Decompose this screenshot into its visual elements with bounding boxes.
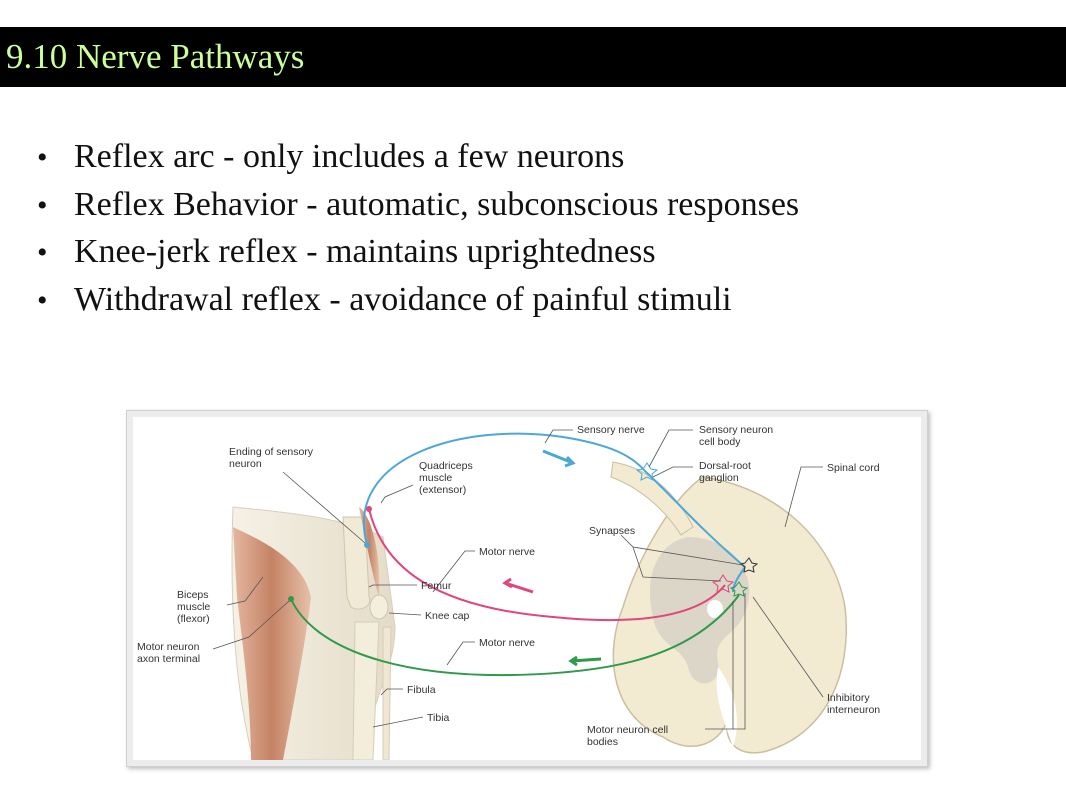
- sensory-arrow-icon: [542, 449, 576, 468]
- bullet-text: Reflex arc - only includes a few neurons: [74, 138, 625, 175]
- label-spinal-cord: Spinal cord: [827, 462, 880, 474]
- bullet-item: • Reflex arc - only includes a few neuron…: [37, 134, 799, 182]
- bullet-text: Withdrawal reflex - avoidance of painful…: [74, 280, 732, 318]
- label-motor-terminal-2: axon terminal: [137, 653, 200, 665]
- motor-arrow-icon: [502, 577, 534, 594]
- biceps-muscle: [233, 527, 311, 760]
- label-ending-sensory: Ending of sensory: [229, 446, 314, 458]
- flexor-ending-marker: [288, 596, 294, 602]
- sensory-nerve-path: [363, 432, 746, 568]
- bullet-text: Knee-jerk reflex - maintains uprightedne…: [74, 233, 656, 270]
- motor-nerve-extensor-path: [368, 508, 726, 622]
- figure-canvas: Ending of sensory neuron Quadriceps musc…: [133, 417, 921, 760]
- sensory-cell-body-icon: [635, 462, 659, 481]
- bullet-dot-icon: •: [37, 141, 48, 174]
- flexor-cell-body-icon: [729, 581, 749, 597]
- label-dorsal-root-2: ganglion: [699, 472, 739, 484]
- motor-cell-body-icon: [711, 574, 735, 593]
- label-ending-sensory-2: neuron: [229, 458, 262, 470]
- label-dorsal-root: Dorsal-root: [699, 460, 751, 472]
- bullet-dot-icon: •: [37, 283, 48, 317]
- label-quadriceps-3: (extensor): [419, 484, 466, 496]
- bullet-dot-icon: •: [37, 188, 48, 222]
- slide-title: 9.10 Nerve Pathways: [6, 37, 305, 76]
- bullet-text: Reflex Behavior - automatic, subconsciou…: [74, 185, 800, 223]
- motor-arrow-flexor-icon: [568, 655, 602, 667]
- reflex-arc-figure: Ending of sensory neuron Quadriceps musc…: [126, 410, 928, 767]
- label-inhibitory-2: interneuron: [827, 704, 880, 716]
- label-knee-cap: Knee cap: [425, 610, 470, 622]
- label-femur: Femur: [421, 580, 452, 592]
- leader-lines: [212, 429, 824, 730]
- bullet-item: • Knee-jerk reflex - maintains uprightedn…: [37, 229, 799, 277]
- label-sensory-nerve: Sensory nerve: [577, 424, 645, 436]
- femur-bone: [342, 516, 371, 610]
- label-motor-terminal: Motor neuron: [137, 641, 200, 653]
- label-synapses: Synapses: [589, 525, 635, 537]
- label-quadriceps-2: muscle: [419, 472, 452, 484]
- label-biceps: Biceps: [177, 589, 209, 601]
- bullet-item: • Withdrawal reflex - avoidance of painfu…: [37, 277, 799, 325]
- bullet-dot-icon: •: [37, 236, 48, 269]
- tibia-bone: [352, 621, 380, 760]
- label-sensory-cell-body: Sensory neuron: [699, 424, 773, 436]
- label-fibula: Fibula: [407, 684, 436, 696]
- label-tibia: Tibia: [427, 712, 450, 724]
- sensory-ending-marker: [364, 542, 370, 548]
- knee-cap: [369, 594, 389, 620]
- label-motor-cell-bodies: Motor neuron cell: [587, 724, 668, 736]
- label-motor-nerve-top: Motor nerve: [479, 546, 535, 558]
- label-biceps-2: muscle: [177, 601, 210, 613]
- label-motor-cell-bodies-2: bodies: [587, 736, 618, 748]
- fibula-bone: [382, 626, 392, 760]
- motor-ending-marker: [366, 506, 372, 512]
- motor-nerve-flexor-path: [290, 594, 740, 677]
- label-motor-nerve-bottom: Motor nerve: [479, 637, 535, 649]
- title-bar: 9.10 Nerve Pathways: [0, 27, 1066, 87]
- label-sensory-cell-body-2: cell body: [699, 436, 741, 448]
- label-inhibitory: Inhibitory: [827, 692, 870, 704]
- label-quadriceps: Quadriceps: [419, 460, 473, 472]
- label-biceps-3: (flexor): [177, 613, 210, 625]
- bullet-list: • Reflex arc - only includes a few neuron…: [37, 134, 799, 324]
- interneuron-icon: [739, 557, 759, 573]
- bullet-item: • Reflex Behavior - automatic, subconscio…: [37, 182, 799, 230]
- reflex-arc-diagram: Ending of sensory neuron Quadriceps musc…: [137, 424, 880, 760]
